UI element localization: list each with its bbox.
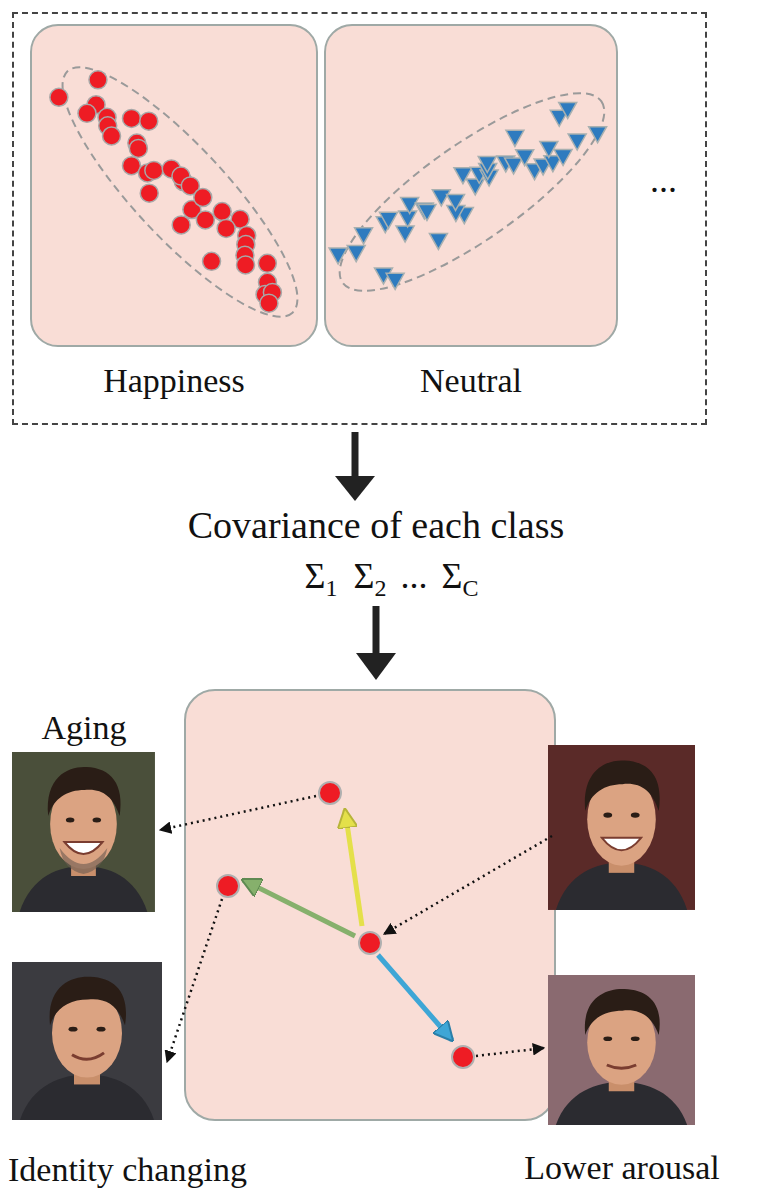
photo-label: Aging xyxy=(42,708,127,747)
sample-triangle xyxy=(399,211,417,227)
sample-triangle xyxy=(429,233,447,249)
sample-triangle xyxy=(379,212,397,228)
class-box xyxy=(324,24,618,347)
face-photo xyxy=(12,962,162,1120)
ellipsis-text: ... xyxy=(650,160,677,201)
sample-dot xyxy=(103,127,121,145)
sample-dot xyxy=(196,211,214,229)
sample-dot xyxy=(172,216,190,234)
covariance-symbols: Σ1Σ2...ΣC xyxy=(10,556,773,597)
covariance-label: Covariance of each class xyxy=(188,504,565,548)
sample-triangle xyxy=(589,127,607,143)
feature-space-box xyxy=(185,690,555,1120)
sample-dot xyxy=(194,188,212,206)
smile xyxy=(72,1053,104,1059)
sample-dot xyxy=(213,203,231,221)
sigma-symbol: Σ xyxy=(305,556,326,597)
sample-dot xyxy=(89,71,107,89)
sample-triangle xyxy=(466,179,484,195)
text-holder: Happiness xyxy=(30,361,318,400)
photo-background xyxy=(548,975,695,1125)
photo-background xyxy=(12,752,155,912)
sigma-symbol: Σ xyxy=(354,556,375,597)
face-figure xyxy=(20,977,154,1120)
sample-triangle xyxy=(568,134,586,150)
text-holder: ... xyxy=(650,160,677,201)
sample-triangle xyxy=(355,228,373,244)
sample-triangle xyxy=(516,150,534,166)
class-box xyxy=(30,24,318,347)
sample-triangle xyxy=(386,273,404,289)
subscript: 1 xyxy=(326,575,338,603)
sample-dot xyxy=(217,219,235,237)
sample-triangle xyxy=(506,130,524,146)
sample-dot xyxy=(140,112,158,130)
sample-triangle xyxy=(505,158,523,174)
flow-arrow-shaft xyxy=(352,432,359,478)
subscript: C xyxy=(462,575,478,603)
feature-dot xyxy=(319,782,341,804)
leader-line xyxy=(384,836,552,934)
sample-dot xyxy=(78,104,96,122)
sample-triangle xyxy=(347,246,365,262)
sigma-symbol: Σ xyxy=(441,556,462,597)
photo-background xyxy=(548,745,695,910)
feature-dot xyxy=(217,875,239,897)
face-photo xyxy=(12,752,155,912)
leader-line xyxy=(167,899,222,1062)
face-figure xyxy=(20,767,148,912)
flow-arrow-shaft xyxy=(373,606,380,655)
distribution-ellipse xyxy=(324,62,618,322)
photo-background xyxy=(12,962,162,1120)
photo-label: Identity changing xyxy=(8,1150,247,1189)
sample-dot xyxy=(237,256,255,274)
sample-triangle xyxy=(329,248,347,264)
smile xyxy=(602,838,641,850)
sample-dot xyxy=(122,157,140,175)
photo-label: Lower arousal xyxy=(524,1148,719,1187)
direction-arrow xyxy=(378,955,452,1040)
sample-dot xyxy=(258,254,276,272)
sample-dot xyxy=(260,294,278,312)
distribution-ellipse xyxy=(34,40,318,344)
mouth xyxy=(607,1065,636,1068)
sample-dot xyxy=(129,139,147,157)
direction-arrow xyxy=(345,810,362,926)
feature-dot xyxy=(359,932,381,954)
face-photo xyxy=(548,975,695,1125)
sigma-symbol: ... xyxy=(400,556,427,597)
scatter-plot xyxy=(30,24,318,347)
class-cluster: Happiness xyxy=(30,24,318,347)
direction-arrow xyxy=(243,880,355,936)
sample-dot xyxy=(145,161,163,179)
scatter-plot xyxy=(324,24,618,347)
feature-dot xyxy=(452,1046,474,1068)
sample-dot xyxy=(122,109,140,127)
leader-line xyxy=(476,1048,544,1056)
sample-dot xyxy=(50,88,68,106)
sample-triangle xyxy=(418,205,436,221)
sample-triangle xyxy=(559,102,577,118)
subscript: 2 xyxy=(374,575,386,603)
flow-arrow-head xyxy=(356,653,396,680)
face-figure xyxy=(556,760,687,910)
sample-triangle xyxy=(554,150,572,166)
face-photo xyxy=(548,745,695,910)
sample-triangle xyxy=(478,156,496,172)
class-label: Happiness xyxy=(30,361,318,400)
sample-dot xyxy=(140,184,158,202)
face-figure xyxy=(556,989,687,1125)
class-cluster: Neutral xyxy=(324,24,618,347)
leader-line xyxy=(160,796,316,830)
sample-dot xyxy=(203,252,221,270)
dashed-group-frame: ... HappinessNeutral xyxy=(12,12,707,425)
flow-arrow-head xyxy=(335,476,375,501)
text-holder: Neutral xyxy=(324,361,618,400)
sample-triangle xyxy=(396,226,414,242)
class-label: Neutral xyxy=(324,361,618,400)
sample-triangle xyxy=(447,194,465,210)
smile xyxy=(64,842,102,854)
beard xyxy=(60,848,108,874)
